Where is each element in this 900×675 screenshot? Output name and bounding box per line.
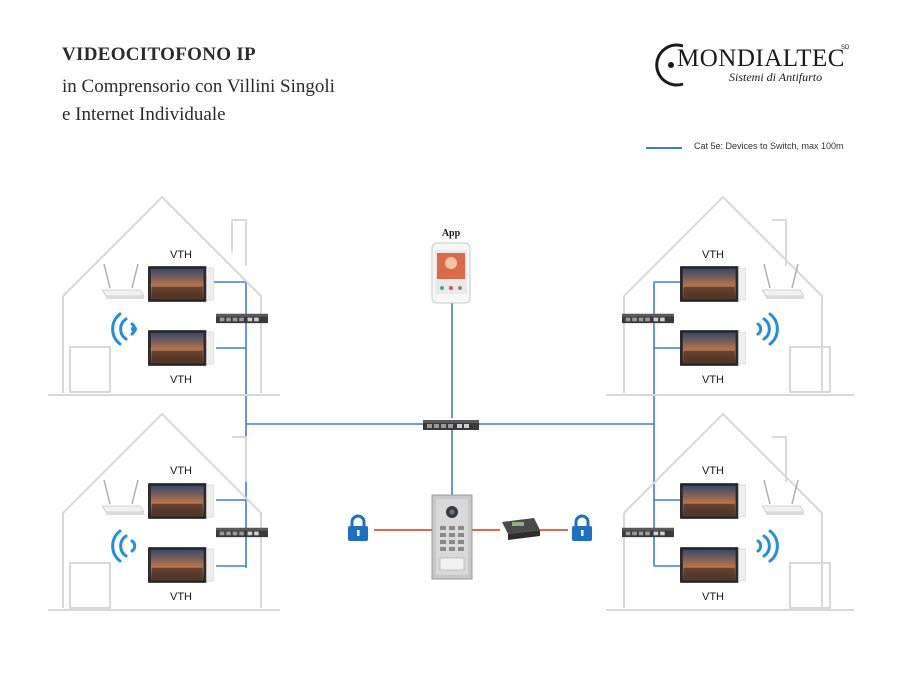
vth-label: VTH: [170, 465, 192, 477]
logo-name: MONDIALTEC: [677, 45, 845, 72]
vth-monitor-icon: [680, 547, 746, 583]
poe-switch-icon: [216, 313, 268, 324]
vth-monitor-icon: [148, 266, 214, 302]
vth-monitor-icon: [148, 330, 214, 366]
vth-monitor-icon: [148, 483, 214, 519]
diagram-subtitle-line2: e Internet Individuale: [62, 104, 226, 125]
wifi-icon: [756, 312, 779, 346]
poe-switch-icon: [622, 313, 674, 324]
vth-monitor-icon: [680, 266, 746, 302]
vth-monitor-icon: [680, 330, 746, 366]
lock-controller-icon: [502, 518, 540, 540]
diagram-subtitle-line1: in Comprensorio con Villini Singoli: [62, 76, 335, 97]
vth-label: VTH: [702, 249, 724, 261]
vth-label: VTH: [702, 374, 724, 386]
vth-label: VTH: [702, 591, 724, 603]
wifi-icon: [111, 312, 137, 346]
lock-icon: [346, 514, 370, 542]
logo-tagline: Sistemi di Antifurto: [729, 70, 823, 84]
logo-ring-icon: [655, 43, 684, 87]
router-icon: [101, 479, 144, 516]
legend-line-swatch: [646, 147, 682, 149]
app-label: App: [442, 228, 461, 239]
mondialtec-logo: MONDIALTEC SD Sistemi di Antifurto: [655, 40, 855, 90]
poe-switch-icon: [216, 527, 268, 538]
door-station-icon: [431, 494, 473, 580]
lock-icon: [570, 514, 594, 542]
vth-label: VTH: [702, 465, 724, 477]
legend: Cat 5e: Devices to Switch, max 100m: [646, 140, 866, 156]
central-poe-switch-icon: [423, 420, 479, 430]
house-outline-top-left: [48, 195, 280, 396]
vth-label: VTH: [170, 374, 192, 386]
legend-label: Cat 5e: Devices to Switch, max 100m: [694, 141, 844, 151]
logo-mark: SD: [841, 45, 850, 51]
house-outline-top-right: [606, 195, 854, 396]
poe-switch-icon: [622, 527, 674, 538]
vth-label: VTH: [170, 591, 192, 603]
router-icon: [761, 479, 804, 516]
router-icon: [101, 263, 144, 300]
house-outline-bottom-left: [48, 412, 280, 611]
vth-monitor-icon: [680, 483, 746, 519]
vth-monitor-icon: [148, 547, 214, 583]
smartphone-icon: [431, 242, 471, 304]
vth-label: VTH: [170, 249, 192, 261]
wifi-icon: [111, 529, 137, 563]
router-icon: [761, 263, 804, 300]
diagram-title: VIDEOCITOFONO IP: [62, 44, 256, 65]
wifi-icon: [756, 529, 779, 563]
